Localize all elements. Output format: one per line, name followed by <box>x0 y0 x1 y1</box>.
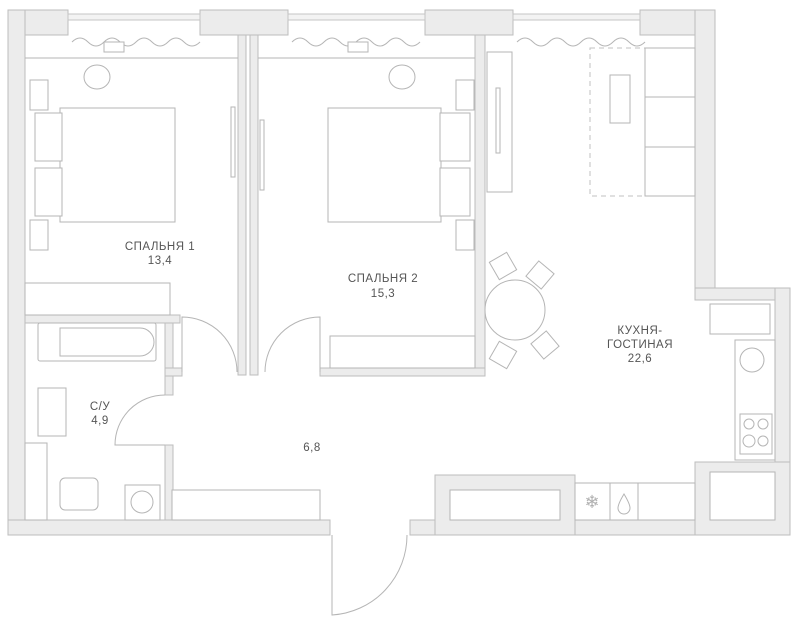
room-area-bathroom: 4,9 <box>91 415 109 427</box>
kitchen-living-furniture: ❄ <box>449 47 776 521</box>
doors[interactable] <box>114 316 408 616</box>
room-label-kitchen-line1: КУХНЯ- <box>617 325 662 337</box>
snowflake-icon: ❄ <box>584 492 599 512</box>
room-label-kitchen-line2: ГОСТИНАЯ <box>607 339 673 351</box>
room-area-bedroom-2: 15,3 <box>371 288 395 300</box>
bathroom-furniture <box>24 322 161 521</box>
room-area-hallway: 6,8 <box>303 442 321 454</box>
hallway-wardrobe <box>171 489 321 521</box>
windows <box>67 13 646 47</box>
room-label-bedroom-1: СПАЛЬНЯ 1 <box>125 241 195 253</box>
room-label-bathroom: С/У <box>90 401 111 413</box>
room-label-bedroom-2: СПАЛЬНЯ 2 <box>348 273 418 285</box>
bedroom-2-furniture <box>258 41 476 369</box>
room-area-kitchen: 22,6 <box>628 353 652 365</box>
water-drop-icon <box>617 493 631 515</box>
bedroom-1-furniture <box>24 41 238 316</box>
room-area-bedroom-1: 13,4 <box>148 255 172 267</box>
